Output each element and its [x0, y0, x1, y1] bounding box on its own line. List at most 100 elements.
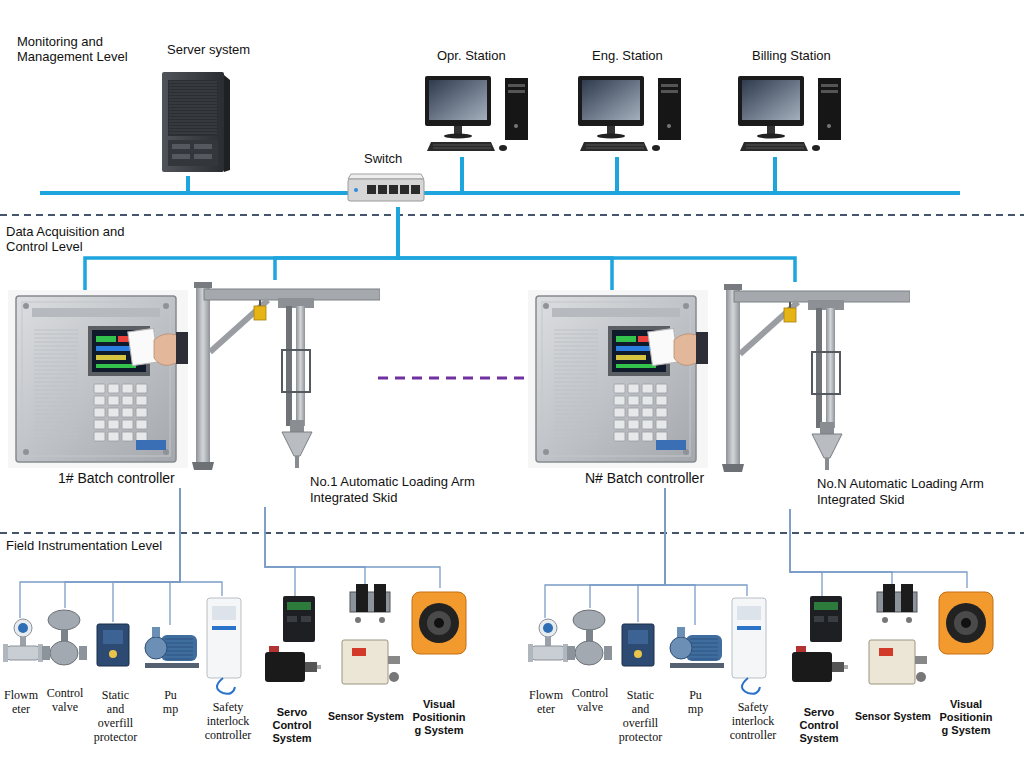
drawing-part — [554, 382, 598, 383]
drawing-part — [108, 420, 119, 429]
drawing-part — [48, 610, 80, 630]
level-label: Data Acquisition and Control Level — [4, 224, 148, 254]
drawing-part — [34, 394, 78, 395]
drawing-part — [136, 432, 147, 441]
safety-interlock-icon — [728, 596, 770, 696]
drawing-part — [616, 355, 646, 360]
drawing-part — [614, 408, 625, 417]
drawing-part — [792, 652, 832, 682]
drawing-part — [821, 90, 838, 93]
drawing-part — [122, 408, 133, 417]
network-link — [275, 207, 398, 280]
device-caption: Static and overfill protector — [618, 688, 663, 744]
network-link — [398, 207, 612, 290]
drawing-part — [742, 678, 760, 694]
drawing-part — [737, 606, 761, 620]
drawing-part — [732, 598, 766, 678]
drawing-part — [400, 185, 409, 194]
network-link — [790, 509, 822, 596]
servo-system: Servo Control System — [790, 596, 849, 746]
drawing-part — [582, 80, 640, 120]
network-link — [665, 488, 747, 596]
drawing-part — [165, 659, 193, 660]
control-valve: Control valve — [567, 608, 614, 715]
drawing-part — [656, 440, 686, 450]
drawing-part — [642, 408, 653, 417]
servo-system-icon — [263, 596, 321, 691]
drawing-part — [883, 584, 895, 612]
level-divider — [0, 214, 1024, 216]
drawing-part — [34, 366, 78, 367]
drawing-part — [690, 659, 718, 660]
drawing-part — [34, 370, 78, 371]
drawing-part — [554, 438, 598, 439]
drawing-part — [169, 88, 217, 89]
drawing-part — [642, 396, 653, 405]
device-caption: Visual Positioning System — [938, 698, 994, 737]
drawing-part — [169, 91, 217, 92]
drawing-part — [354, 188, 358, 192]
drawing-part — [916, 672, 926, 682]
device-caption: Eng. Station — [592, 48, 663, 64]
drawing-part — [554, 342, 598, 343]
drawing-part — [196, 286, 210, 462]
drawing-part — [34, 426, 78, 427]
drawing-part — [670, 637, 692, 659]
drawing-part — [622, 624, 654, 666]
drawing-part — [554, 394, 598, 395]
drawing-part — [169, 94, 217, 95]
drawing-part — [434, 618, 444, 628]
drawing-part — [23, 303, 29, 309]
drawing-part — [454, 126, 462, 134]
drawing-part — [61, 629, 68, 641]
drawing-part — [746, 148, 804, 149]
drawing-part — [169, 85, 217, 86]
drawing-part — [614, 396, 625, 405]
drawing-part — [389, 185, 398, 194]
drawing-part — [210, 300, 268, 352]
drawing-part — [169, 121, 217, 122]
network-link — [265, 507, 365, 584]
drawing-part — [94, 432, 105, 441]
drawing-part — [34, 434, 78, 435]
network-link — [188, 176, 345, 193]
drawing-part — [34, 378, 78, 379]
drawing-part — [22, 302, 170, 456]
drawing-part — [554, 378, 598, 379]
drawing-part — [165, 639, 193, 640]
device-caption: Servo Control System — [269, 706, 315, 745]
drawing-part — [50, 641, 78, 665]
drawing-part — [514, 124, 518, 128]
device-caption: Opr. Station — [437, 48, 506, 64]
drawing-part — [554, 366, 598, 367]
drawing-part — [168, 140, 218, 166]
flowmeter-icon — [3, 618, 43, 668]
device-caption: Flowmeter — [528, 688, 564, 716]
drawing-part — [642, 384, 653, 393]
drawing-part — [656, 384, 667, 393]
drawing-part — [103, 630, 123, 644]
workstation: Eng. Station — [578, 48, 684, 157]
drawing-part — [34, 374, 78, 375]
drawing-part — [427, 611, 451, 635]
drawing-part — [586, 145, 644, 146]
drawing-part — [23, 449, 29, 455]
drawing-part — [906, 617, 912, 623]
drawing-part — [34, 422, 78, 423]
drawing-part — [3, 644, 8, 662]
drawing-part — [217, 678, 235, 694]
drawing-part — [532, 646, 564, 660]
drawing-part — [8, 290, 188, 468]
drawing-part — [96, 364, 136, 368]
drawing-part — [290, 420, 304, 432]
drawing-part — [661, 90, 678, 93]
drawing-part — [122, 396, 133, 405]
drawing-part — [554, 374, 598, 375]
drawing-part — [554, 350, 598, 351]
drawing-part — [696, 332, 708, 364]
servo-system-icon — [790, 596, 848, 691]
drawing-part — [224, 75, 230, 172]
drawing-part — [287, 616, 297, 622]
drawing-part — [575, 641, 603, 665]
drawing-part — [165, 655, 193, 656]
